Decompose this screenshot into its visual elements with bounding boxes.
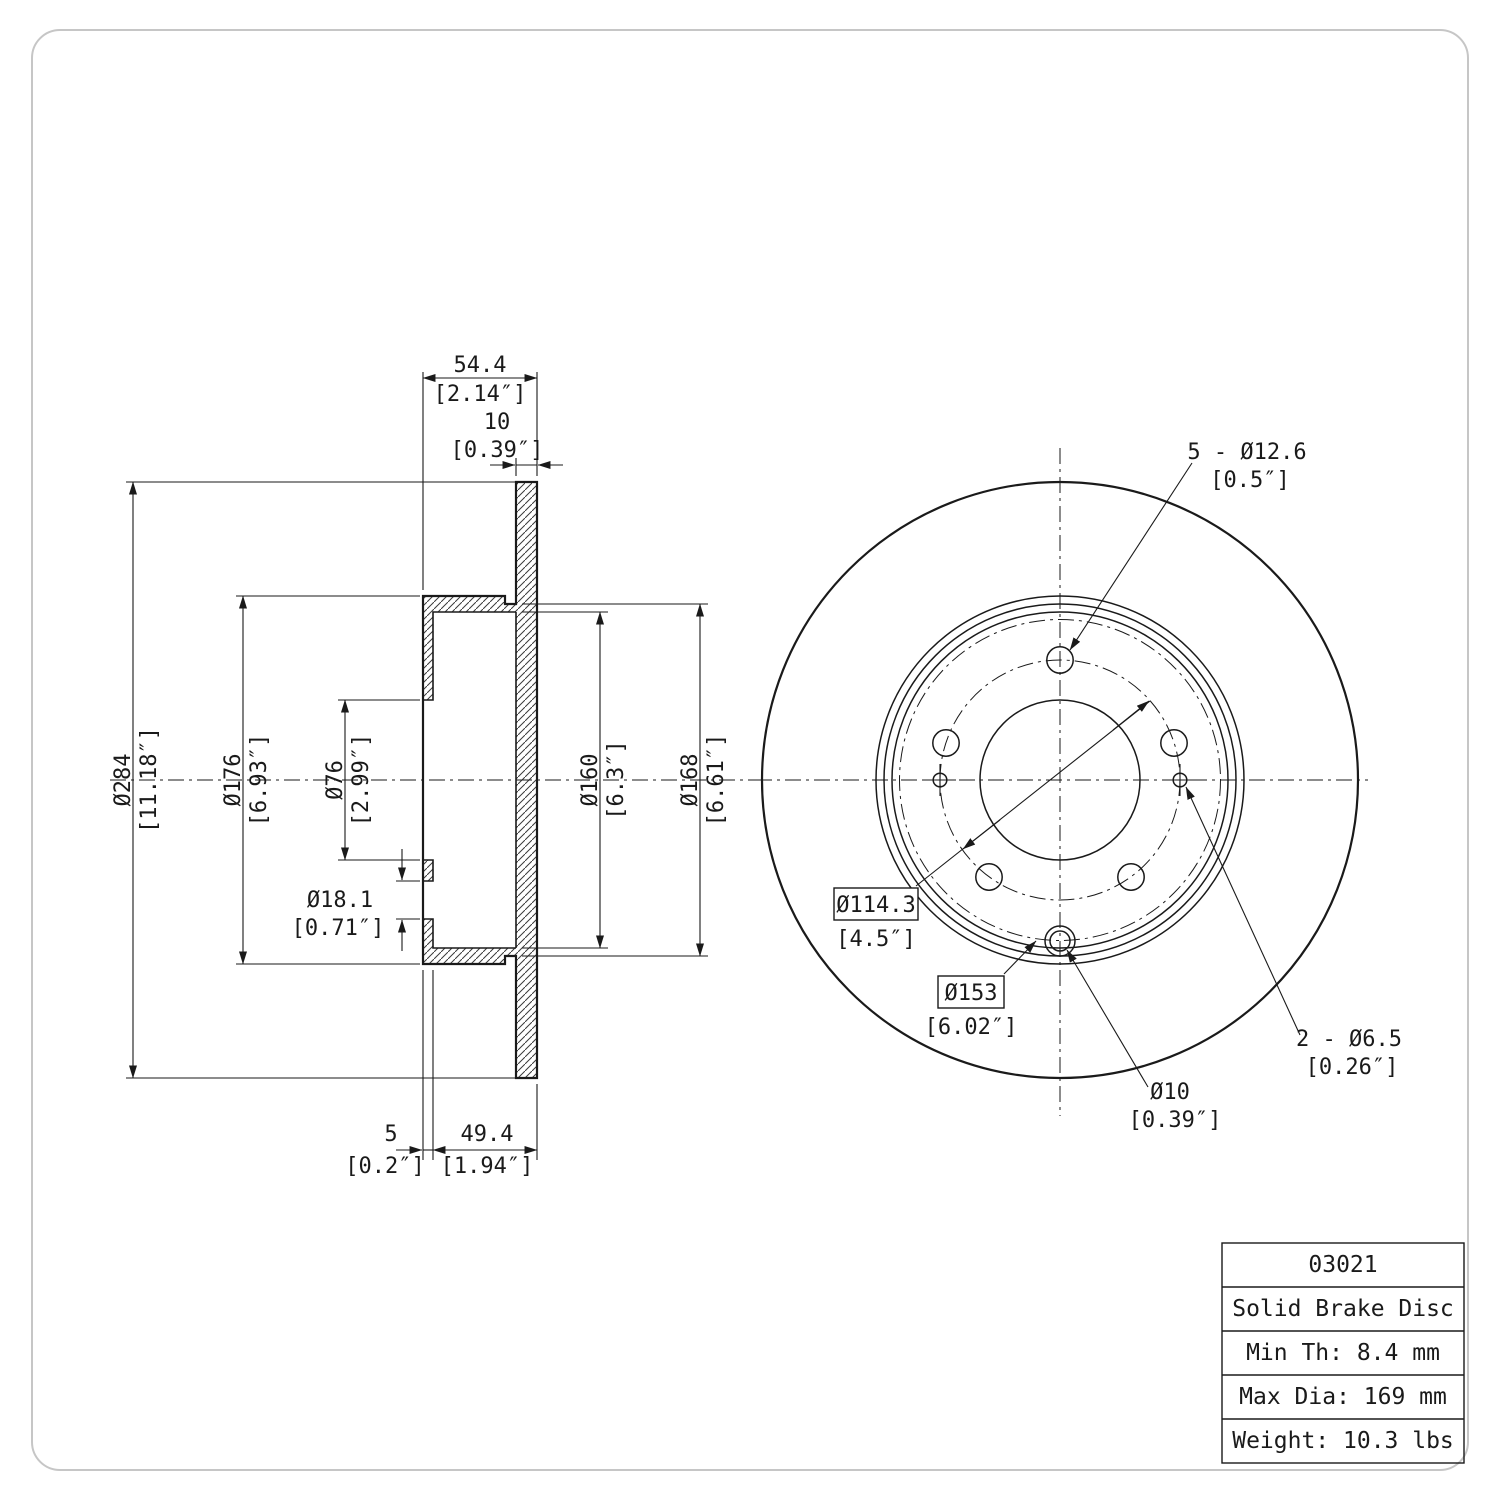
dim-balance-hole-in: [0.39″] [1129, 1108, 1222, 1133]
section-dimension-lines [128, 373, 705, 1155]
dim-hole-diameter-in: [0.71″] [292, 916, 385, 941]
dim-outer-diameter-mm: Ø284 [111, 754, 136, 807]
disc-outer-circle [760, 480, 1360, 1080]
section-extension-lines [126, 372, 708, 1160]
dim-screw-holes-in: [0.26″] [1306, 1055, 1399, 1080]
hat-outer-circle [875, 595, 1245, 965]
front-view: 5 - Ø12.6 [0.5″] Ø114.3 [4.5″] Ø153 [6.0… [756, 440, 1402, 1133]
balance-hole [1044, 925, 1076, 957]
dim-plate-thickness-in: [0.39″] [451, 438, 544, 463]
part-weight: Weight: 10.3 lbs [1232, 1428, 1454, 1454]
dim-flange-diameter-in: [6.61″] [704, 734, 729, 827]
dim-bolt-circle-in: [4.5″] [836, 927, 915, 952]
dim-bore-diameter-mm: Ø76 [323, 760, 348, 800]
dim-bolt-holes-mm: 5 - Ø12.6 [1187, 440, 1306, 465]
dim-balance-hole-mm: Ø10 [1150, 1080, 1190, 1105]
dim-inner-diameter-in: [6.3″] [604, 740, 629, 819]
cross-section-view: 54.4 [2.14″] 10 [0.39″] Ø284 [11.18″] Ø1… [110, 353, 756, 1179]
dim-face-thickness-in: [0.2″] [345, 1154, 424, 1179]
min-thickness: Min Th: 8.4 mm [1246, 1340, 1440, 1366]
dim-aux-circle-mm: Ø153 [945, 981, 998, 1006]
center-bore-circle [979, 699, 1141, 861]
title-block: 03021 Solid Brake Disc Min Th: 8.4 mm Ma… [1221, 1242, 1465, 1464]
dim-hat-depth-in: [1.94″] [441, 1154, 534, 1179]
dim-face-thickness-mm: 5 [384, 1122, 397, 1147]
bolt-holes [932, 646, 1188, 891]
dim-hat-depth-mm: 49.4 [461, 1122, 514, 1147]
dim-outer-diameter-in: [11.18″] [137, 727, 162, 833]
dim-flange-diameter-mm: Ø168 [678, 754, 703, 807]
aux-circle-dim-box [937, 975, 1005, 1009]
screw-holes [924, 764, 1196, 796]
aux-hole-circle [899, 619, 1221, 941]
dim-hole-diameter-mm: Ø18.1 [307, 888, 373, 913]
dim-screw-holes-mm: 2 - Ø6.5 [1296, 1027, 1402, 1052]
dim-bolt-circle-mm: Ø114.3 [836, 893, 915, 918]
front-leader-lines [915, 462, 1301, 1088]
section-inner-edges [423, 611, 517, 949]
dim-aux-circle-in: [6.02″] [925, 1015, 1018, 1040]
max-diameter: Max Dia: 169 mm [1239, 1384, 1447, 1410]
dim-bore-diameter-in: [2.99″] [349, 734, 374, 827]
bolt-circle-dim-box [833, 887, 919, 921]
dim-bolt-holes-in: [0.5″] [1210, 468, 1289, 493]
part-description: Solid Brake Disc [1232, 1296, 1454, 1322]
part-number: 03021 [1308, 1252, 1377, 1278]
dim-plate-thickness-mm: 10 [484, 410, 511, 435]
dim-hat-diameter-in: [6.93″] [247, 734, 272, 827]
dim-inner-diameter-mm: Ø160 [578, 754, 603, 807]
dim-overall-width-in: [2.14″] [434, 382, 527, 407]
page-border [31, 29, 1469, 1471]
section-outline [421, 480, 539, 1080]
hat-inner-circle [891, 611, 1229, 949]
dim-hat-diameter-mm: Ø176 [221, 754, 246, 807]
dim-overall-width-mm: 54.4 [454, 353, 507, 378]
